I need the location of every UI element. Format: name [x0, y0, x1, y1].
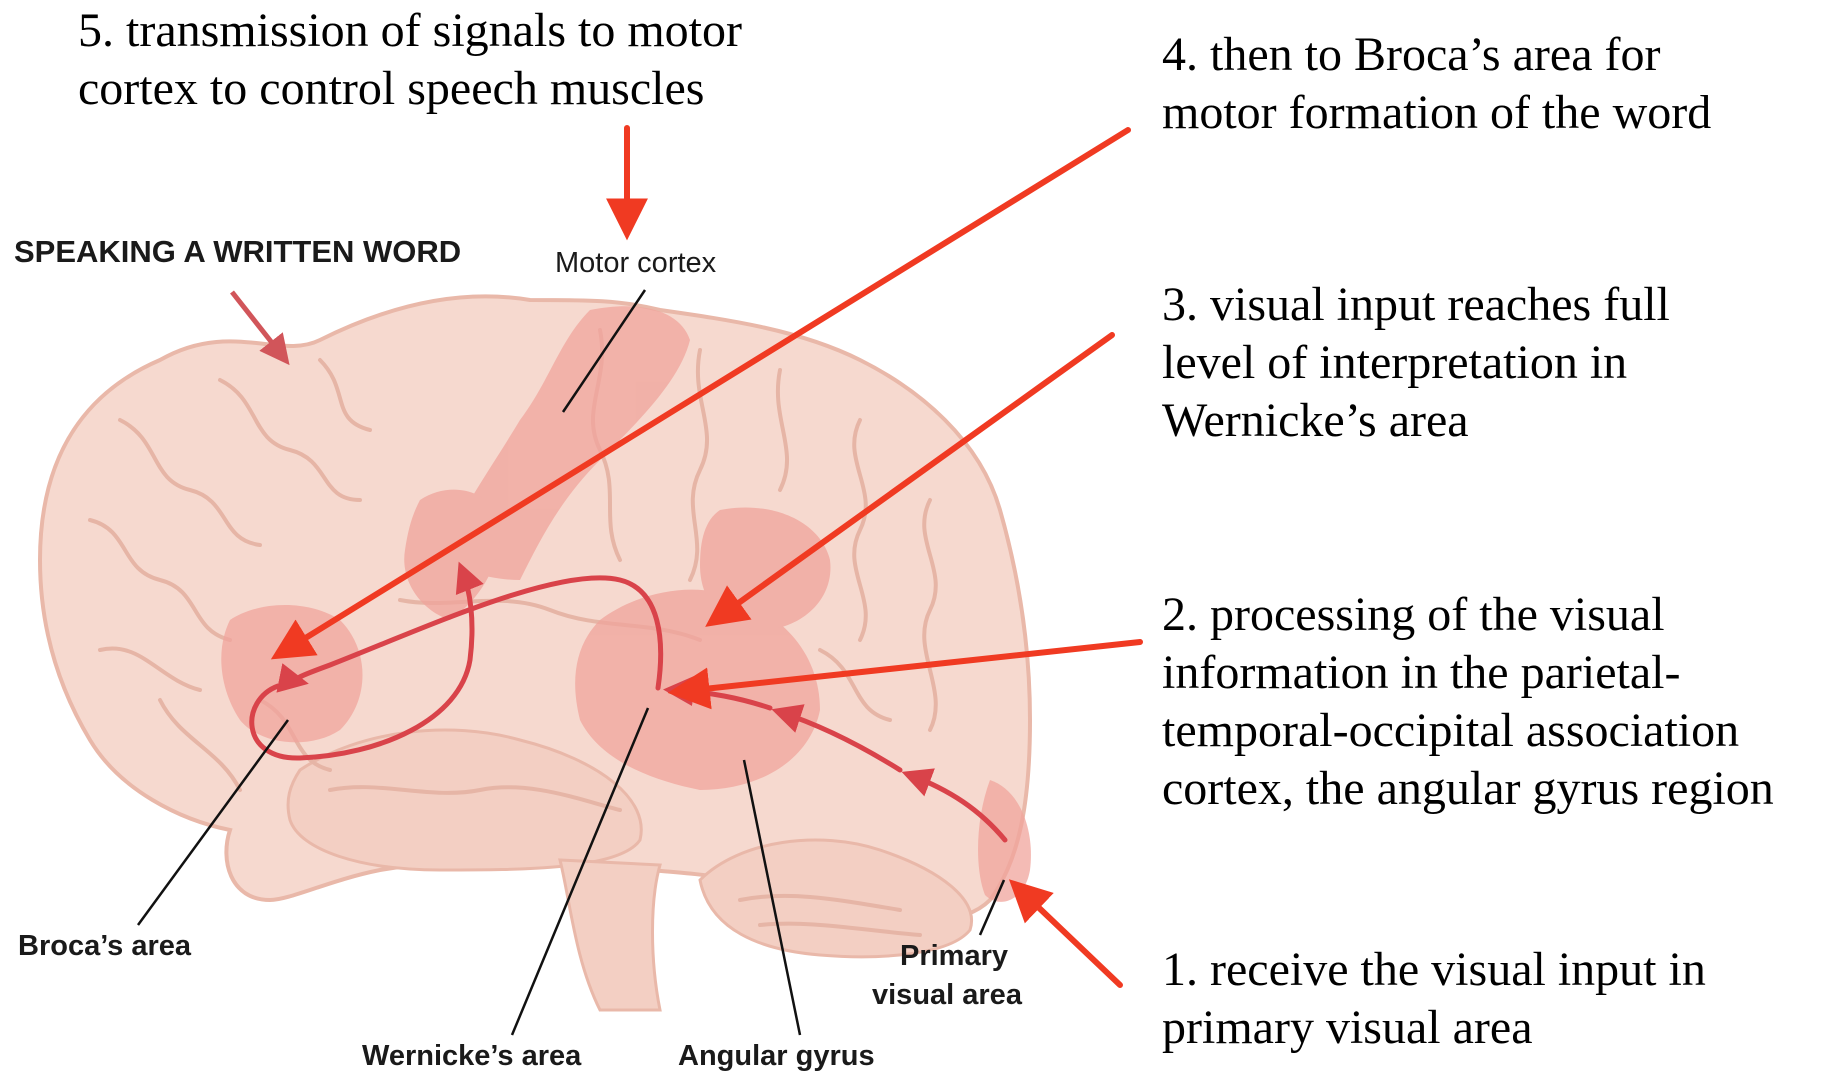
step3-line2: level of interpretation in: [1162, 336, 1627, 389]
label-primary-visual-line2: visual area: [872, 979, 1023, 1011]
label-angular-gyrus: Angular gyrus: [678, 1040, 875, 1072]
label-motor-cortex: Motor cortex: [555, 247, 717, 279]
step5-line2: cortex to control speech muscles: [78, 62, 704, 115]
step1-line1: 1. receive the visual input in: [1162, 943, 1706, 996]
step2-line4: cortex, the angular gyrus region: [1162, 762, 1774, 815]
step2-line3: temporal-occipital association: [1162, 704, 1739, 757]
label-primary-visual-line1: Primary: [900, 940, 1008, 972]
step1-line2: primary visual area: [1162, 1001, 1533, 1054]
step2-line1: 2. processing of the visual: [1162, 588, 1665, 641]
label-brocas-area: Broca’s area: [18, 930, 192, 962]
step3-line3: Wernicke’s area: [1162, 394, 1469, 447]
brain-illustration: [40, 296, 1031, 1010]
step3-line1: 3. visual input reaches full: [1162, 278, 1670, 331]
label-wernickes-area: Wernicke’s area: [362, 1040, 582, 1072]
figure-title: SPEAKING A WRITTEN WORD: [14, 234, 461, 269]
step4-line2: motor formation of the word: [1162, 86, 1711, 139]
step4-line1: 4. then to Broca’s area for: [1162, 28, 1660, 81]
step5-line1: 5. transmission of signals to motor: [78, 4, 742, 57]
step2-line2: information in the parietal-: [1162, 646, 1680, 699]
arrow-step1: [1015, 885, 1120, 985]
region-brocas-area: [221, 605, 362, 742]
